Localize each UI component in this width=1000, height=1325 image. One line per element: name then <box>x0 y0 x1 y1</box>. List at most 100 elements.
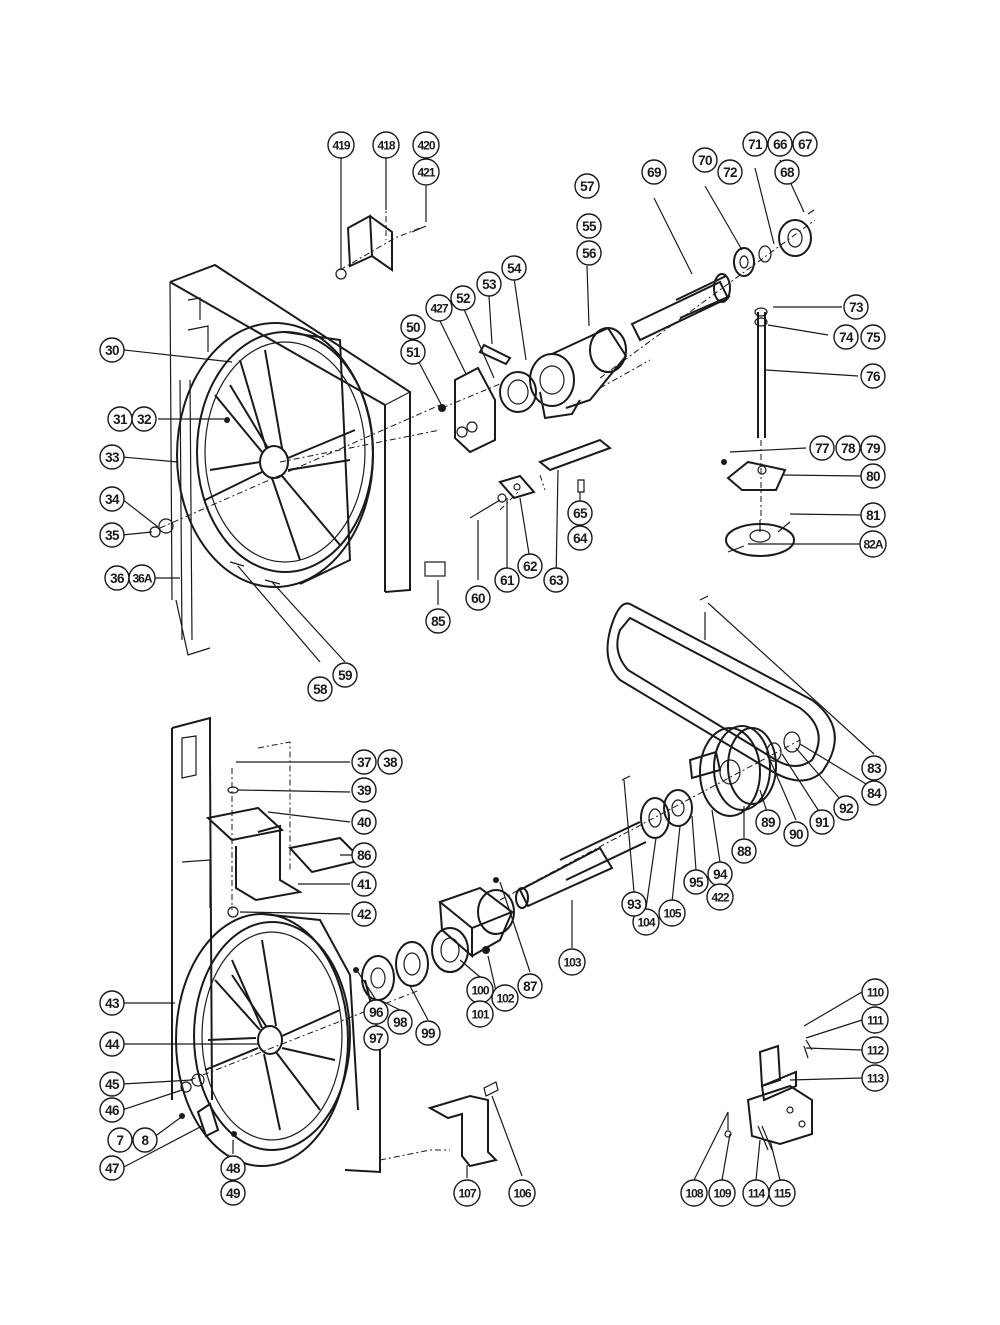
callout-number: 106 <box>513 1187 531 1201</box>
callout-number: 64 <box>573 531 588 546</box>
callout-number: 63 <box>549 573 564 588</box>
callout-115: 115 <box>768 1179 796 1207</box>
callout-67: 67 <box>792 131 818 157</box>
callout-number: 35 <box>105 528 120 543</box>
callout-number: 97 <box>369 1031 383 1046</box>
callout-74: 74 <box>833 324 859 350</box>
callout-62: 62 <box>517 553 543 579</box>
callout-circle <box>412 131 440 159</box>
pulley-belt-assembly <box>606 595 836 817</box>
callout-number: 42 <box>357 907 371 922</box>
callout-circle <box>680 1179 708 1207</box>
callout-97: 97 <box>363 1025 389 1051</box>
callout-number: 54 <box>507 261 522 276</box>
callout-82a: 82A <box>859 530 887 558</box>
callout-circle <box>755 809 781 835</box>
callout-circle <box>99 486 125 512</box>
callout-circle <box>774 159 800 185</box>
callout-number: 68 <box>780 165 795 180</box>
callout-number: 105 <box>663 907 681 921</box>
callout-circle <box>860 463 886 489</box>
callout-circle <box>742 131 768 157</box>
callout-number: 80 <box>866 469 880 484</box>
callout-75: 75 <box>860 324 886 350</box>
callout-77: 77 <box>809 435 835 461</box>
callout-number: 8 <box>142 1133 150 1148</box>
callout-63: 63 <box>543 567 569 593</box>
callout-number: 75 <box>866 330 881 345</box>
callout-number: 67 <box>798 137 812 152</box>
callout-52: 52 <box>450 285 476 311</box>
callout-number: 95 <box>689 875 704 890</box>
callout-circle <box>412 158 440 186</box>
callout-number: 44 <box>105 1037 120 1052</box>
callout-circle <box>621 891 647 917</box>
callout-circle <box>132 1127 158 1153</box>
callout-44: 44 <box>99 1031 125 1057</box>
lower-wheel-assembly <box>171 716 450 1174</box>
callout-number: 72 <box>723 165 737 180</box>
callout-number: 7 <box>117 1133 124 1148</box>
callout-circle <box>683 869 709 895</box>
callout-number: 40 <box>357 815 371 830</box>
callout-76: 76 <box>860 363 886 389</box>
callout-54: 54 <box>501 255 527 281</box>
callout-circle <box>833 795 859 821</box>
callout-circle <box>860 363 886 389</box>
callout-107: 107 <box>453 1179 481 1207</box>
callout-circle <box>453 1179 481 1207</box>
callout-110: 110 <box>861 978 889 1006</box>
callout-number: 73 <box>849 300 864 315</box>
callout-422: 422 <box>706 883 734 911</box>
callout-circle <box>99 990 125 1016</box>
callout-91: 91 <box>809 809 835 835</box>
callout-circle <box>576 213 602 239</box>
callout-number: 90 <box>789 827 803 842</box>
callout-circle <box>220 1180 246 1206</box>
callout-60: 60 <box>465 585 491 611</box>
callout-84: 84 <box>861 780 887 806</box>
callout-circle <box>574 173 600 199</box>
callout-418: 418 <box>372 131 400 159</box>
callout-number: 91 <box>815 815 830 830</box>
callout-circle <box>99 1031 125 1057</box>
callout-35: 35 <box>99 522 125 548</box>
callout-number: 31 <box>113 412 128 427</box>
callout-circle <box>861 755 887 781</box>
callout-94: 94 <box>707 861 733 887</box>
callout-circle <box>860 435 886 461</box>
callout-circle <box>400 314 426 340</box>
callout-circle <box>131 406 157 432</box>
callout-8: 8 <box>132 1127 158 1153</box>
callout-circle <box>400 339 426 365</box>
callout-61: 61 <box>494 567 520 593</box>
callout-circle <box>833 324 859 350</box>
callout-39: 39 <box>351 777 377 803</box>
callout-109: 109 <box>708 1179 736 1207</box>
callout-46: 46 <box>99 1097 125 1123</box>
callout-circle <box>783 821 809 847</box>
callout-86: 86 <box>351 842 377 868</box>
callout-circle <box>576 240 602 266</box>
callout-number: 76 <box>866 369 881 384</box>
callout-41: 41 <box>351 871 377 897</box>
callout-circle <box>567 500 593 526</box>
callout-circle <box>809 435 835 461</box>
callout-number: 83 <box>867 761 882 776</box>
callout-79: 79 <box>860 435 886 461</box>
callout-number: 62 <box>523 559 537 574</box>
callout-number: 82A <box>863 538 883 552</box>
callout-7: 7 <box>107 1127 133 1153</box>
callout-number: 50 <box>406 320 420 335</box>
callout-number: 93 <box>627 897 642 912</box>
callout-37: 37 <box>351 749 377 775</box>
callout-number: 48 <box>226 1161 241 1176</box>
callout-number: 111 <box>867 1014 884 1028</box>
callout-92: 92 <box>833 795 859 821</box>
callout-number: 52 <box>456 291 470 306</box>
callout-number: 61 <box>500 573 515 588</box>
callout-circle <box>494 567 520 593</box>
callout-57: 57 <box>574 173 600 199</box>
callout-circle <box>363 1025 389 1051</box>
callout-circle <box>501 255 527 281</box>
